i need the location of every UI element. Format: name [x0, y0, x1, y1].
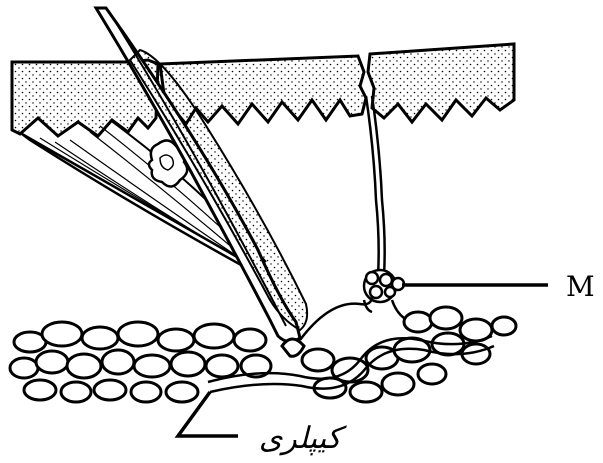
receptor-m	[364, 270, 404, 318]
nerve-fiber	[366, 96, 385, 276]
label-m: M	[566, 270, 595, 303]
epidermis-right	[368, 44, 514, 122]
label-capillary: کیپلری	[259, 421, 347, 456]
fat-cell-layer	[10, 307, 516, 402]
hair-papilla	[282, 339, 304, 356]
